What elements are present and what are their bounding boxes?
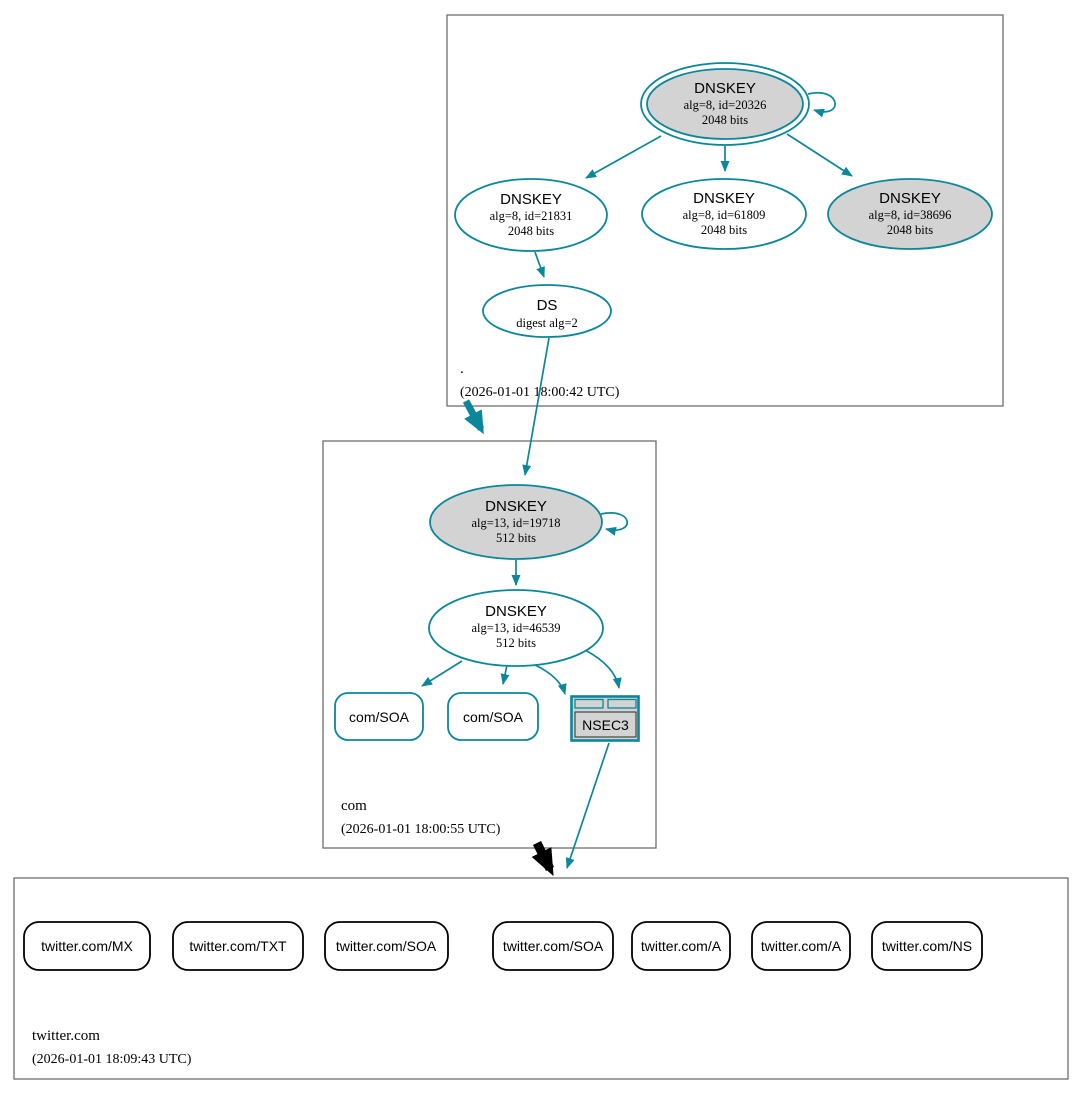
node-title: DS xyxy=(537,297,558,314)
rrset-label: twitter.com/TXT xyxy=(189,938,287,954)
zone-label-root: . xyxy=(460,361,464,377)
node-attrs: alg=8, id=20326 xyxy=(684,98,767,112)
node-attrs: alg=8, id=21831 xyxy=(490,209,573,223)
rrset-rect[interactable] xyxy=(23,921,151,971)
edge-ds-to-com-ksk xyxy=(522,337,550,476)
node-root-ds[interactable]: DS digest alg=2 xyxy=(482,284,612,338)
rrset-rect[interactable] xyxy=(334,692,424,741)
rrset-label: twitter.com/SOA xyxy=(336,938,437,954)
node-attrs: alg=8, id=38696 xyxy=(869,208,952,222)
rrset-rect[interactable] xyxy=(492,921,614,971)
dnskey-ellipse[interactable] xyxy=(428,589,604,667)
zone-label-twitter-com: twitter.com xyxy=(32,1028,100,1044)
dnskey-ellipse[interactable] xyxy=(641,178,807,250)
edge-com-ksk-self-sign xyxy=(600,512,628,536)
zone-timestamp-twitter-com: (2026-01-01 18:09:43 UTC) xyxy=(32,1052,192,1067)
node-title: DNSKEY xyxy=(500,191,562,208)
node-root-dnskey-61809[interactable]: DNSKEY alg=8, id=61809 2048 bits xyxy=(641,178,807,250)
rrset-rect[interactable] xyxy=(751,921,851,971)
node-twitter-com-txt[interactable]: twitter.com/TXT xyxy=(172,921,304,971)
node-attrs: alg=13, id=46539 xyxy=(471,621,560,635)
edges xyxy=(421,91,853,877)
dnskey-ellipse[interactable] xyxy=(827,178,993,250)
edge-delegation-root-to-com xyxy=(462,399,485,435)
rrset-rect[interactable] xyxy=(172,921,304,971)
rrset-rect[interactable] xyxy=(871,921,983,971)
edge-com-zsk-to-soa-2 xyxy=(500,664,510,685)
dnskey-ellipse[interactable] xyxy=(429,484,603,560)
node-twitter-com-soa-1[interactable]: twitter.com/SOA xyxy=(324,921,449,971)
nsec3-label-cell xyxy=(574,711,637,738)
node-twitter-com-ns[interactable]: twitter.com/NS xyxy=(871,921,983,971)
node-com-ksk-dnskey-19718[interactable]: DNSKEY alg=13, id=19718 512 bits xyxy=(429,484,603,560)
node-title: DNSKEY xyxy=(694,80,756,97)
edge-com-zsk-to-nsec3-right xyxy=(584,649,622,689)
node-com-soa-1[interactable]: com/SOA xyxy=(334,692,424,741)
node-attrs: digest alg=2 xyxy=(516,316,578,330)
node-com-zsk-dnskey-46539[interactable]: DNSKEY alg=13, id=46539 512 bits xyxy=(428,589,604,667)
rrset-rect[interactable] xyxy=(324,921,449,971)
node-root-ksk-dnskey-20326[interactable]: DNSKEY alg=8, id=20326 2048 bits xyxy=(640,62,810,146)
zone-timestamp-com: (2026-01-01 18:00:55 UTC) xyxy=(341,822,501,837)
node-com-nsec3[interactable]: NSEC3 xyxy=(570,695,640,742)
edge-root-ksk-to-key-38696 xyxy=(786,133,853,177)
edge-key-21831-to-ds xyxy=(534,251,545,278)
nsec3-cell-left xyxy=(574,698,604,709)
rrset-label: twitter.com/SOA xyxy=(503,938,604,954)
node-bits: 512 bits xyxy=(496,531,536,545)
edge-root-ksk-self-sign xyxy=(807,91,836,118)
node-bits: 2048 bits xyxy=(702,113,748,127)
edge-com-zsk-to-nsec3-left xyxy=(534,664,567,695)
rrset-rect[interactable] xyxy=(631,921,731,971)
rrset-label: com/SOA xyxy=(463,709,524,725)
edge-com-zsk-to-soa-1 xyxy=(421,660,463,687)
node-root-dnskey-38696[interactable]: DNSKEY alg=8, id=38696 2048 bits xyxy=(827,178,993,250)
node-title: DNSKEY xyxy=(879,190,941,207)
rrset-label: twitter.com/A xyxy=(761,938,842,954)
node-root-dnskey-21831[interactable]: DNSKEY alg=8, id=21831 2048 bits xyxy=(454,178,608,252)
rrset-label: twitter.com/A xyxy=(641,938,722,954)
node-title: DNSKEY xyxy=(485,498,547,515)
nsec3-cell-right xyxy=(607,698,637,709)
rrset-rect[interactable] xyxy=(447,692,539,741)
node-attrs: alg=8, id=61809 xyxy=(683,208,766,222)
edge-nsec3-to-twitter-com xyxy=(565,742,610,869)
ds-ellipse[interactable] xyxy=(482,284,612,338)
zone-box-twitter-com xyxy=(13,877,1069,1080)
node-attrs: alg=13, id=19718 xyxy=(471,516,560,530)
dnskey-ellipse[interactable] xyxy=(454,178,608,252)
rrset-label: com/SOA xyxy=(349,709,410,725)
node-twitter-com-mx[interactable]: twitter.com/MX xyxy=(23,921,151,971)
nsec3-label: NSEC3 xyxy=(582,717,629,733)
node-twitter-com-a-2[interactable]: twitter.com/A xyxy=(751,921,851,971)
node-title: DNSKEY xyxy=(693,190,755,207)
node-title: DNSKEY xyxy=(485,603,547,620)
rrset-label: twitter.com/NS xyxy=(882,938,972,954)
node-twitter-com-soa-2[interactable]: twitter.com/SOA xyxy=(492,921,614,971)
rrset-label: twitter.com/MX xyxy=(41,938,133,954)
root-ksk-inner-ellipse[interactable] xyxy=(646,68,804,140)
node-bits: 2048 bits xyxy=(701,223,747,237)
node-com-soa-2[interactable]: com/SOA xyxy=(447,692,539,741)
edge-root-ksk-to-key-21831 xyxy=(585,135,662,179)
node-twitter-com-a-1[interactable]: twitter.com/A xyxy=(631,921,731,971)
node-bits: 2048 bits xyxy=(887,223,933,237)
zone-label-com: com xyxy=(341,798,367,814)
node-bits: 2048 bits xyxy=(508,224,554,238)
edge-delegation-com-to-twitter-com xyxy=(531,840,555,877)
node-bits: 512 bits xyxy=(496,636,536,650)
